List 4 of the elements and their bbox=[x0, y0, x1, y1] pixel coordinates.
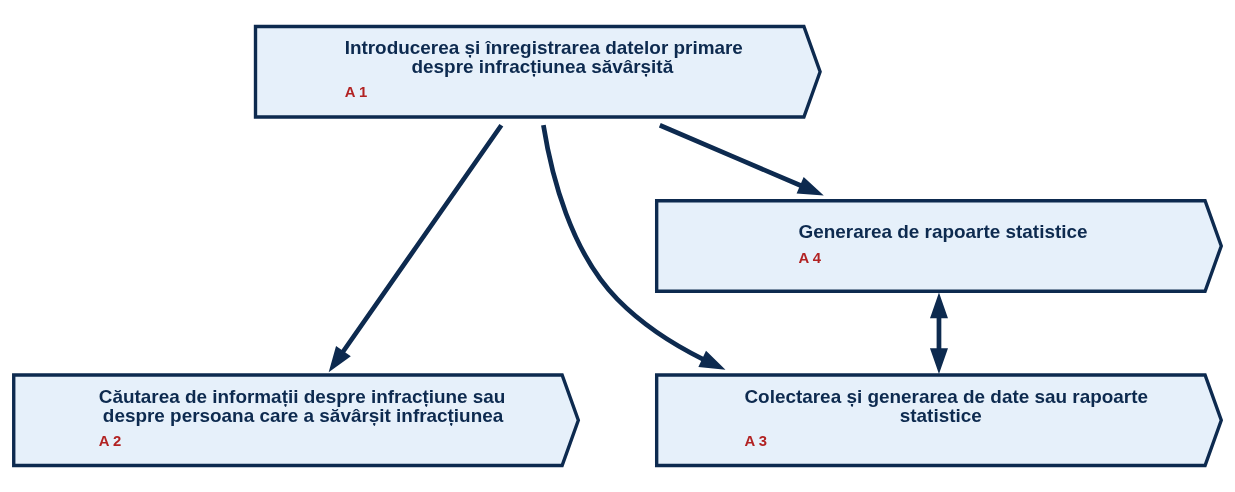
arrow bbox=[929, 292, 948, 374]
arrow bbox=[328, 123, 504, 373]
arrow bbox=[658, 123, 824, 196]
arrow bbox=[541, 124, 726, 370]
